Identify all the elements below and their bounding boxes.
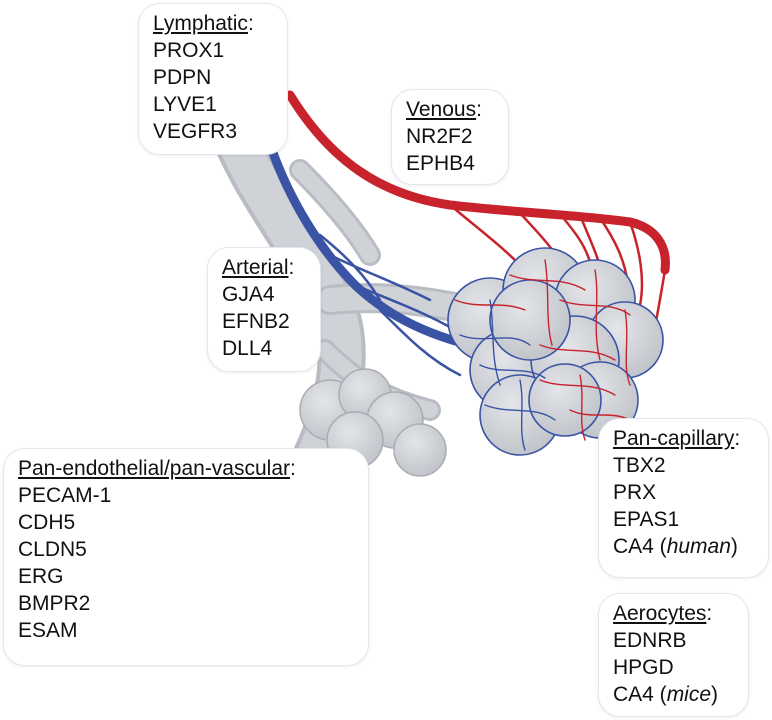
aerocytes-marker-box: Aerocytes: EDNRB HPGD CA4 (mice) — [598, 593, 749, 717]
marker-item: PROX1 — [153, 39, 225, 62]
pan-endothelial-marker-box: Pan-endothelial/pan-vascular: PECAM-1 CD… — [3, 448, 369, 666]
marker-item: NR2F2 — [406, 125, 473, 148]
marker-item: PRX — [613, 481, 657, 504]
marker-item: HPGD — [613, 656, 674, 679]
marker-item: EFNB2 — [222, 310, 290, 333]
venous-marker-box: Venous: NR2F2 EPHB4 — [391, 89, 509, 185]
lymphatic-marker-box: Lymphatic: PROX1 PDPN LYVE1 VEGFR3 — [138, 3, 288, 155]
capillary-mesh — [454, 259, 631, 451]
pan-capillary-marker-box: Pan-capillary: TBX2 PRX EPAS1 CA4 (human… — [598, 418, 769, 578]
marker-item: CA4 (mice) — [613, 683, 719, 706]
marker-item: VEGFR3 — [153, 120, 238, 143]
lymphatic-title: Lymphatic: — [153, 12, 254, 35]
venule-branches — [318, 233, 462, 377]
pan-endothelial-title: Pan-endothelial/pan-vascular: — [18, 457, 296, 480]
marker-item: EDNRB — [613, 629, 687, 652]
marker-item: ERG — [18, 565, 64, 588]
marker-item: BMPR2 — [18, 592, 91, 615]
marker-item: PECAM-1 — [18, 484, 112, 507]
aerocytes-title: Aerocytes: — [613, 602, 713, 625]
marker-item: EPHB4 — [406, 152, 475, 175]
marker-item: DLL4 — [222, 337, 273, 360]
marker-item: LYVE1 — [153, 93, 217, 116]
marker-item: CLDN5 — [18, 538, 87, 561]
marker-item: PDPN — [153, 66, 212, 89]
marker-item: CA4 (human) — [613, 535, 738, 558]
marker-item: EPAS1 — [613, 508, 680, 531]
marker-item: CDH5 — [18, 511, 76, 534]
marker-item: ESAM — [18, 619, 78, 642]
venous-title: Venous: — [406, 98, 482, 121]
artery-vessel — [285, 90, 670, 275]
arterial-marker-box: Arterial: GJA4 EFNB2 DLL4 — [207, 247, 321, 372]
arterial-title: Arterial: — [222, 256, 295, 279]
marker-item: GJA4 — [222, 283, 275, 306]
marker-item: TBX2 — [613, 454, 666, 477]
pan-capillary-title: Pan-capillary: — [613, 427, 741, 450]
alveolar-capillary-cluster — [447, 247, 664, 456]
